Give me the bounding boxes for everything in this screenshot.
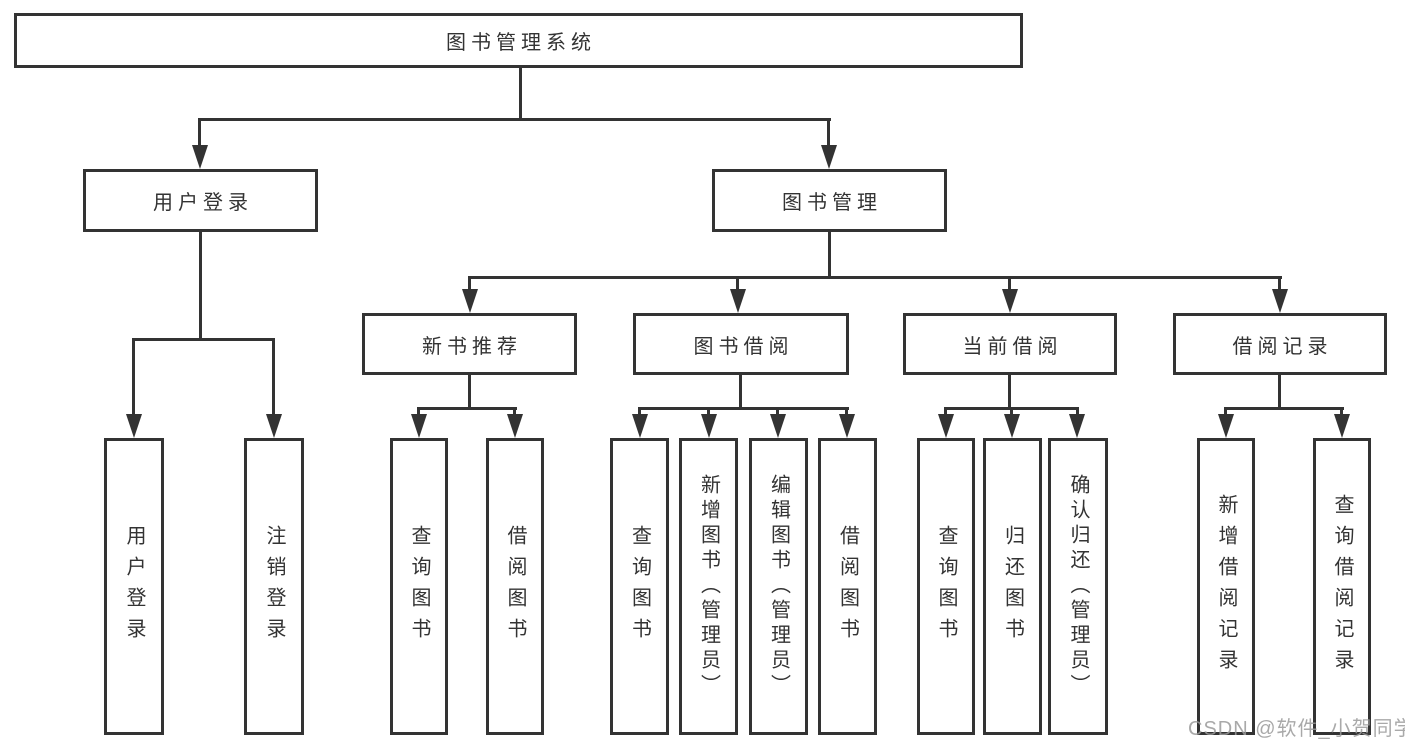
connector-hline <box>417 407 517 410</box>
leaf-add-book-admin: 新增图书（管理员） <box>679 438 738 735</box>
arrow-down-icon <box>507 414 523 438</box>
connector-vline <box>845 407 848 417</box>
connector-vline <box>827 118 830 148</box>
node-new-book-recommendation-label: 新书推荐 <box>422 335 522 358</box>
arrow-down-icon <box>192 145 208 169</box>
arrow-down-icon <box>938 414 954 438</box>
connector-vline <box>739 373 742 409</box>
connector-vline <box>417 407 420 417</box>
connector-vline <box>1008 276 1011 292</box>
node-book-management-label: 图书管理 <box>782 192 882 214</box>
leaf-borrow-book-2: 借阅图书 <box>818 438 877 735</box>
leaf-borrow-book-2-label: 借阅图书 <box>836 524 859 649</box>
leaf-logout: 注销登录 <box>244 438 304 735</box>
node-book-borrowing: 图书借阅 <box>633 313 849 375</box>
connector-vline <box>1224 407 1227 417</box>
leaf-query-borrow-record-label: 查询借阅记录 <box>1331 493 1353 680</box>
node-borrowing-records-label: 借阅记录 <box>1232 335 1333 358</box>
connector-hline <box>132 338 275 341</box>
node-user-login: 用户登录 <box>83 169 318 232</box>
arrow-down-icon <box>839 414 855 438</box>
connector-vline <box>1278 276 1281 292</box>
connector-vline <box>1008 373 1011 409</box>
arrow-down-icon <box>462 289 478 313</box>
leaf-add-borrow-record-label: 新增借阅记录 <box>1215 493 1237 680</box>
arrow-down-icon <box>1334 414 1350 438</box>
connector-vline <box>1076 407 1079 417</box>
leaf-return-book-label: 归还图书 <box>1001 524 1024 649</box>
connector-vline <box>1010 407 1013 417</box>
leaf-logout-label: 注销登录 <box>263 524 285 649</box>
leaf-query-book-1: 查询图书 <box>390 438 448 735</box>
leaf-edit-book-admin-label: 编辑图书（管理员） <box>767 474 790 699</box>
arrow-down-icon <box>1004 414 1020 438</box>
connector-vline <box>828 230 831 278</box>
connector-vline <box>1278 373 1281 409</box>
leaf-query-book-1-label: 查询图书 <box>408 524 430 649</box>
connector-vline <box>519 66 522 120</box>
leaf-query-book-2-label: 查询图书 <box>628 524 651 649</box>
arrow-down-icon <box>266 414 282 438</box>
leaf-confirm-return-admin-label: 确认归还（管理员） <box>1067 474 1089 699</box>
arrow-down-icon <box>730 289 746 313</box>
connector-vline <box>776 407 779 417</box>
connector-vline <box>707 407 710 417</box>
arrow-down-icon <box>632 414 648 438</box>
arrow-down-icon <box>411 414 427 438</box>
arrow-down-icon <box>770 414 786 438</box>
leaf-user-login: 用户登录 <box>104 438 164 735</box>
connector-vline <box>132 338 135 416</box>
arrow-down-icon <box>126 414 142 438</box>
node-root: 图书管理系统 <box>14 13 1023 68</box>
arrow-down-icon <box>1218 414 1234 438</box>
leaf-user-login-label: 用户登录 <box>123 524 145 649</box>
leaf-query-book-2: 查询图书 <box>610 438 669 735</box>
node-book-management: 图书管理 <box>712 169 947 232</box>
connector-hline <box>638 407 849 410</box>
connector-vline <box>513 407 516 417</box>
leaf-query-borrow-record: 查询借阅记录 <box>1313 438 1371 735</box>
leaf-query-book-3: 查询图书 <box>917 438 975 735</box>
leaf-add-book-admin-label: 新增图书（管理员） <box>697 474 720 699</box>
leaf-borrow-book-1-label: 借阅图书 <box>504 524 526 649</box>
leaf-query-book-3-label: 查询图书 <box>935 524 957 649</box>
arrow-down-icon <box>701 414 717 438</box>
connector-vline <box>736 276 739 292</box>
connector-vline <box>1340 407 1343 417</box>
connector-vline <box>944 407 947 417</box>
node-current-borrowing: 当前借阅 <box>903 313 1117 375</box>
node-root-label: 图书管理系统 <box>446 32 596 54</box>
node-current-borrowing-label: 当前借阅 <box>962 335 1063 358</box>
arrow-down-icon <box>1069 414 1085 438</box>
node-borrowing-records: 借阅记录 <box>1173 313 1387 375</box>
connector-vline <box>468 276 471 292</box>
arrow-down-icon <box>821 145 837 169</box>
node-user-login-label: 用户登录 <box>153 192 253 214</box>
watermark: CSDN @软件_小贺同学 <box>1188 718 1405 740</box>
leaf-borrow-book-1: 借阅图书 <box>486 438 544 735</box>
connector-hline <box>1224 407 1344 410</box>
node-new-book-recommendation: 新书推荐 <box>362 313 577 375</box>
leaf-edit-book-admin: 编辑图书（管理员） <box>749 438 808 735</box>
connector-hline <box>468 276 1282 279</box>
leaf-confirm-return-admin: 确认归还（管理员） <box>1048 438 1108 735</box>
leaf-return-book: 归还图书 <box>983 438 1042 735</box>
connector-vline <box>638 407 641 417</box>
connector-hline <box>198 118 831 121</box>
connector-vline <box>272 338 275 416</box>
leaf-add-borrow-record: 新增借阅记录 <box>1197 438 1255 735</box>
connector-vline <box>468 373 471 409</box>
connector-vline <box>199 230 202 340</box>
arrow-down-icon <box>1002 289 1018 313</box>
connector-vline <box>198 118 201 148</box>
arrow-down-icon <box>1272 289 1288 313</box>
node-book-borrowing-label: 图书借阅 <box>693 335 794 358</box>
